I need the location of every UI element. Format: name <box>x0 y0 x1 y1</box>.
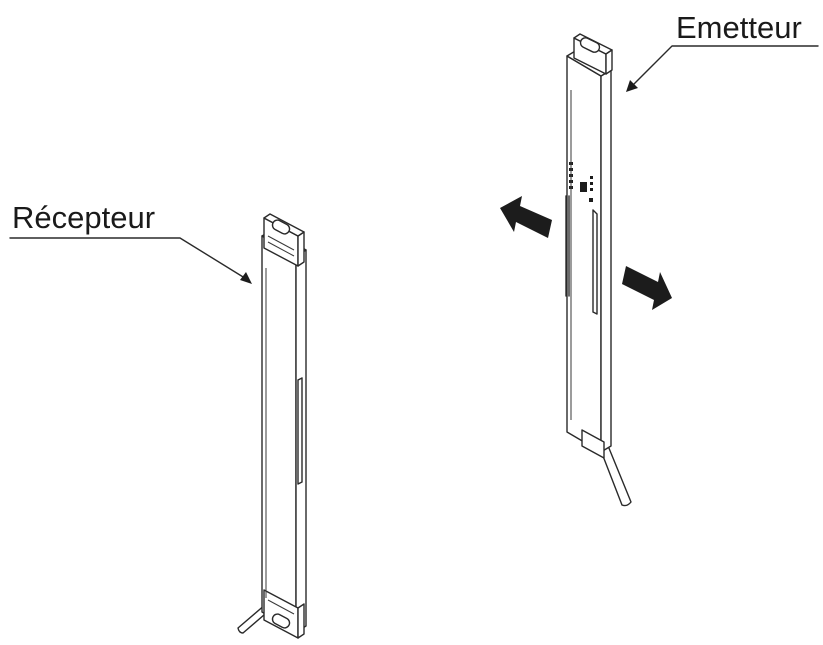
receiver-label: Récepteur <box>12 200 155 235</box>
emission-arrow-left <box>500 196 552 238</box>
emitter-lens-strip-right <box>592 209 598 315</box>
emission-arrow-right <box>622 266 672 310</box>
emitter-unit <box>565 33 632 507</box>
receiver-leader-arrowhead <box>240 272 252 284</box>
emitter-body-front <box>566 55 602 453</box>
emitter-top-slot <box>579 37 601 53</box>
receiver-unit <box>237 213 307 639</box>
receiver-bottom-slot <box>271 613 291 629</box>
receiver-top-slot <box>271 219 291 235</box>
emitter-bottom-bracket <box>581 429 605 459</box>
emitter-body-side <box>600 69 612 453</box>
receiver-body-front <box>261 235 297 633</box>
emitter-leader-arrowhead <box>626 80 638 92</box>
receiver-lens-strip <box>297 377 303 485</box>
emitter-leader-line <box>631 45 819 87</box>
emitter-lens-strip-left <box>565 195 570 297</box>
receiver-leader-line <box>9 237 249 281</box>
emitter-label: Emetteur <box>676 10 802 45</box>
